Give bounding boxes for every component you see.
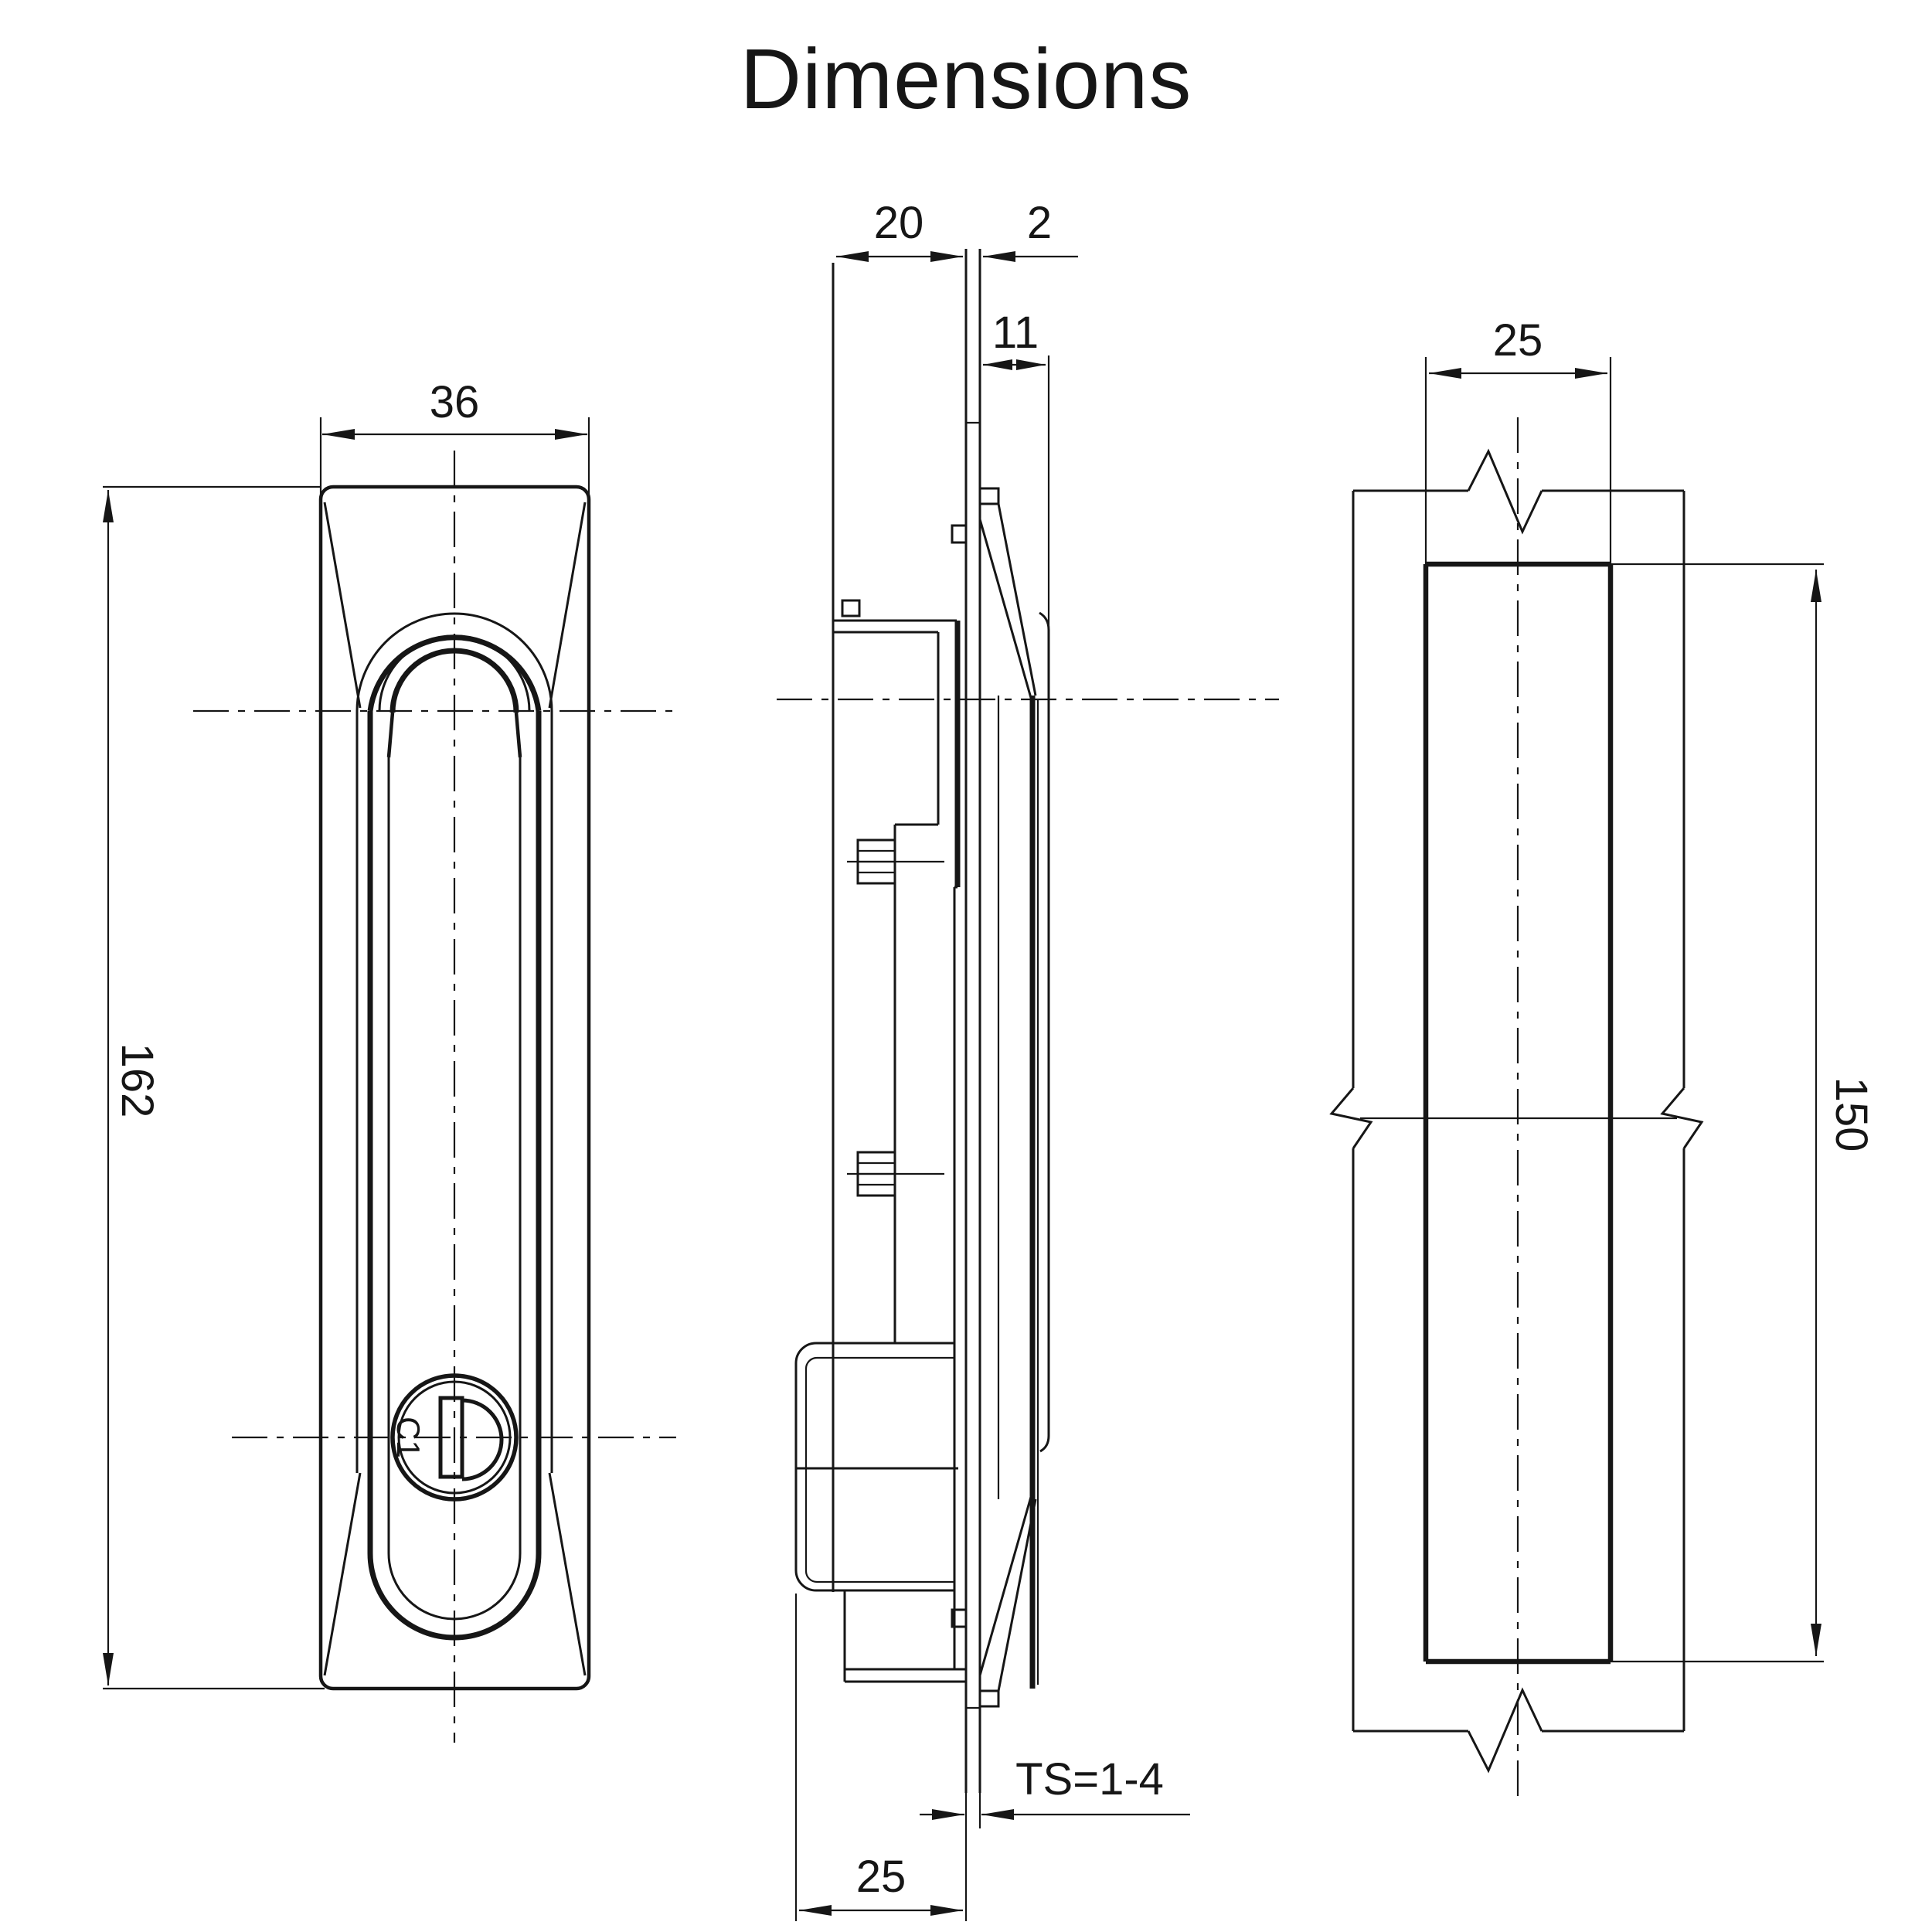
panel-hole-edges [966,421,980,1709]
taper-line-bottom-left [323,1472,362,1676]
break-zigzag-mid-left [1329,1087,1373,1149]
latch-block-top [978,487,1000,505]
latch-block-bottom [978,1689,1000,1708]
taper-line-top-left [323,502,362,709]
arrowhead-36-right [555,429,587,440]
arrowhead-25top-right [1575,368,1607,379]
side-view: 20 2 11 TS=1-4 25 [777,198,1279,1921]
cup-outer-contour [794,1342,954,1592]
dim-text-150: 150 [1826,1077,1876,1152]
arrowhead-162-top [103,490,114,522]
front-view: C1 36 162 [103,377,680,1743]
cup-inner-contour [804,1356,954,1583]
housing-inner-edge [953,886,957,1343]
arrowhead-36-left [322,429,355,440]
break-zigzag-bottom [1467,1687,1543,1774]
dim-text-11: 11 [992,308,1039,358]
page-title: Dimensions [740,32,1192,127]
arrowhead-150-bottom [1811,1624,1821,1656]
arrowhead-150-top [1811,570,1821,602]
arrowhead-20-left [836,251,869,262]
dim-text-25-top: 25 [1493,315,1543,366]
arrowhead-25-right [930,1905,963,1916]
arrowhead-ts-right [981,1809,1014,1820]
key-slot-d-arc [461,1398,504,1481]
arrowhead-2 [983,251,1015,262]
housing-bottom-profile [843,1590,966,1683]
ext-lines-ts [964,1793,981,1921]
dim-text-2: 2 [1027,198,1052,248]
dim-text-ts: TS=1-4 [1015,1754,1164,1804]
latch-cam-outer-edge [1039,611,1050,1453]
arrowhead-25top-left [1429,368,1461,379]
rear-latch-mechanism [978,487,1050,1708]
ext-lines-150 [1611,563,1824,1663]
recess-arc-outer [355,612,553,712]
ext-lines-25-top [1424,357,1612,566]
grip-chamfer-left [386,712,395,758]
latch-wedge-bottom-inner [978,1496,1032,1676]
latch-wedge-top-outer [997,503,1037,696]
arrowhead-162-bottom [103,1653,114,1685]
latch-wedge-top-inner [978,519,1032,699]
lock-cup [794,1342,958,1669]
mounting-stud-bottom [847,1151,944,1197]
housing-outer-profile [893,632,940,1343]
arrowhead-11-right [1016,359,1046,370]
latch-wedge-bottom-outer [997,1498,1037,1692]
grip-chamfer-right [514,712,522,758]
break-zigzag-top [1467,448,1543,535]
arrowhead-20-right [930,251,963,262]
arrowhead-25-left [799,1905,832,1916]
arrowhead-ts-left [932,1809,964,1820]
break-zigzag-mid-right [1660,1087,1704,1149]
dim-text-25-bottom: 25 [856,1852,906,1902]
mounting-stud-top [847,838,944,885]
dim-text-20: 20 [874,198,924,248]
dim-text-162: 162 [112,1043,162,1118]
dim-text-36: 36 [430,377,480,427]
taper-line-top-right [548,502,587,709]
panel-cutout-view: 25 150 [1329,315,1876,1801]
panel-clamp-tab-top [951,524,968,544]
top-fixing-tab [841,599,861,617]
taper-line-bottom-right [548,1472,587,1676]
arrowhead-11-left [983,359,1012,370]
